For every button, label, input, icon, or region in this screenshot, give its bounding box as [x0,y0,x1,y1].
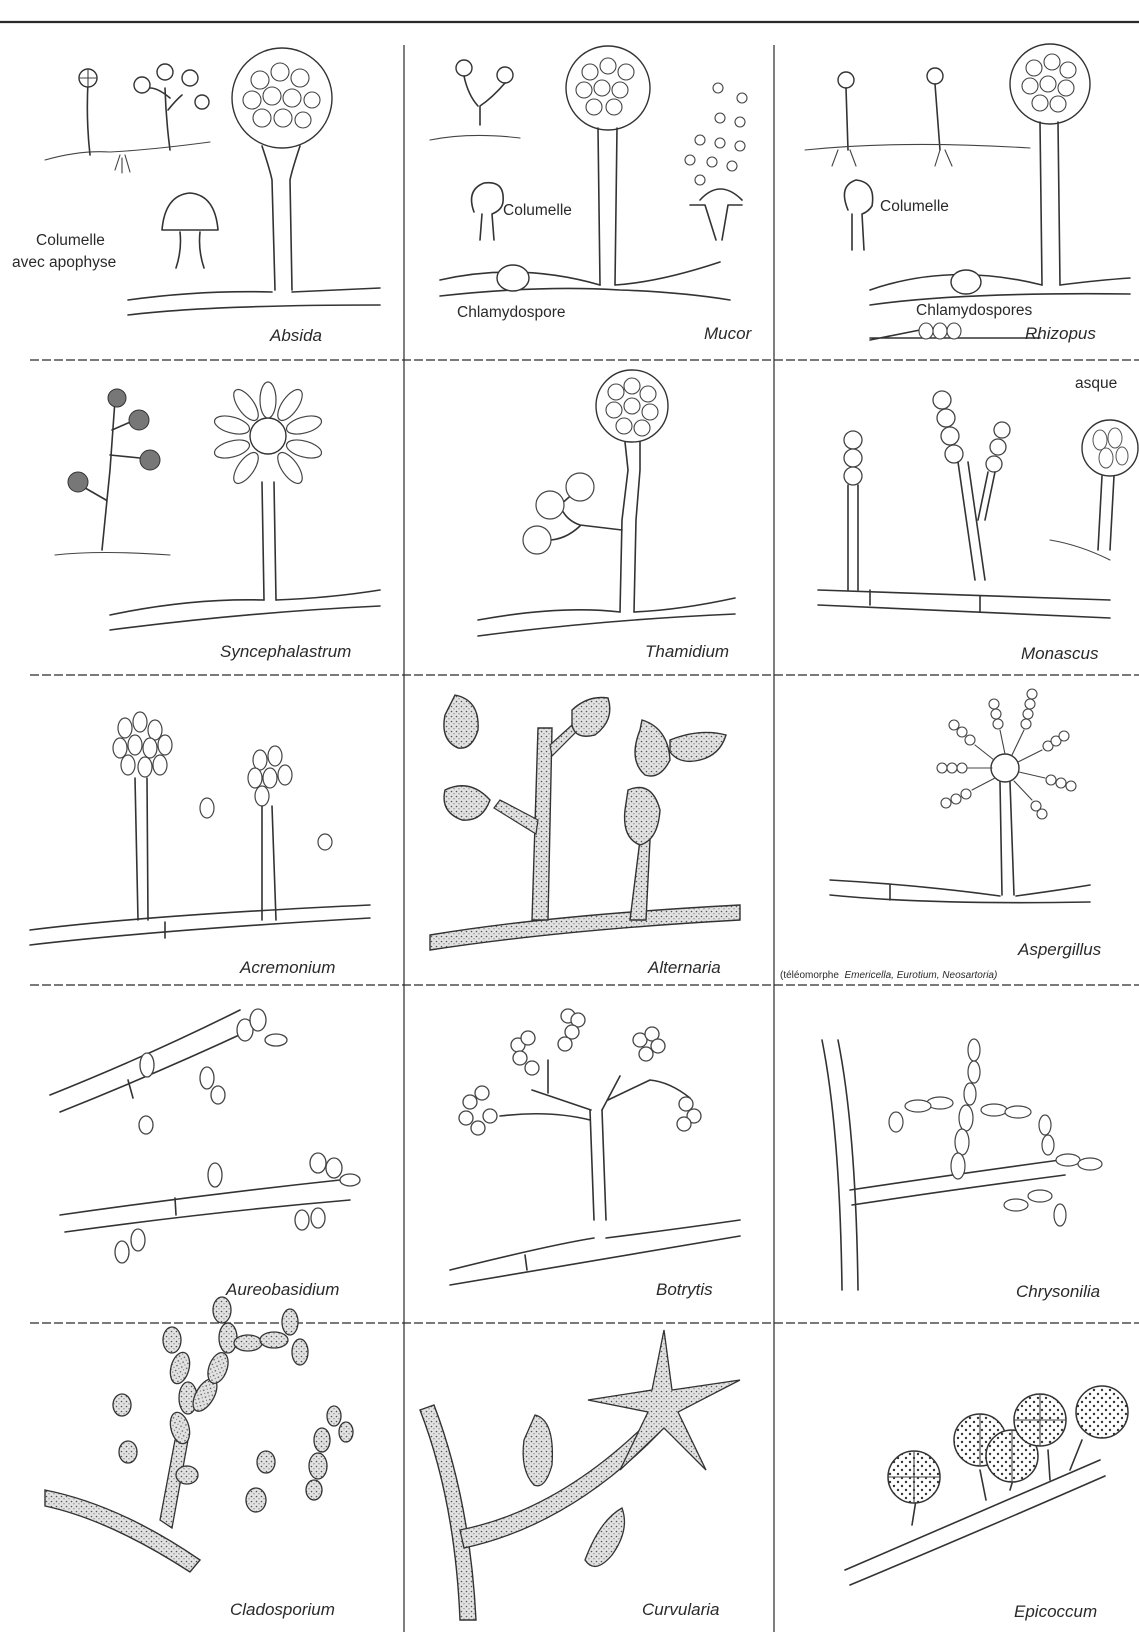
genus-cladosporium: Cladosporium [230,1600,335,1620]
alternaria-drawing [430,695,740,950]
cladosporium-drawing [45,1297,353,1572]
plate-grid [0,22,1139,1632]
aureobasidium-drawing [50,1009,360,1263]
botrytis-drawing [450,1009,740,1285]
rhizopus-chlamydospores-label: Chlamydospores [916,302,1032,320]
absida-apophysis-label: avec apophyse [12,254,116,272]
genus-acremonium: Acremonium [240,958,335,978]
absida-drawing [45,48,380,315]
genus-thamidium: Thamidium [645,642,729,662]
genus-aspergillus: Aspergillus [1018,940,1101,960]
genus-aureobasidium: Aureobasidium [226,1280,339,1300]
aspergillus-drawing [830,689,1090,903]
rhizopus-drawing [805,44,1130,340]
thamidium-drawing [478,370,735,636]
rhizopus-columella-label: Columelle [880,198,949,216]
absida-columella-label: Columelle [36,232,105,250]
mucor-columella-label: Columelle [503,202,572,220]
genus-epicoccum: Epicoccum [1014,1602,1097,1622]
genus-botrytis: Botrytis [656,1280,713,1300]
monascus-asque-label: asque [1075,375,1117,393]
mucor-drawing [430,46,747,300]
teleomorph-genera: Emericella, Eurotium, Neosartoria) [844,970,997,981]
monascus-drawing [818,391,1138,618]
syncephalastrum-drawing [55,382,380,630]
genus-alternaria: Alternaria [648,958,721,978]
aspergillus-teleomorph-note: (téléomorphe Emericella, Eurotium, Neosa… [780,970,997,981]
epicoccum-drawing [845,1386,1128,1585]
genus-mucor: Mucor [704,324,751,344]
genus-curvularia: Curvularia [642,1600,719,1620]
genus-rhizopus: Rhizopus [1025,324,1096,344]
teleomorph-prefix: (téléomorphe [780,970,839,981]
genus-chrysonilia: Chrysonilia [1016,1282,1100,1302]
genus-monascus: Monascus [1021,644,1098,664]
acremonium-drawing [30,712,370,945]
mucor-chlamydospore-label: Chlamydospore [457,304,566,322]
genus-absida: Absida [270,326,322,346]
curvularia-drawing [420,1330,740,1620]
genus-syncephalastrum: Syncephalastrum [220,642,351,662]
chrysonilia-drawing [822,1039,1102,1290]
